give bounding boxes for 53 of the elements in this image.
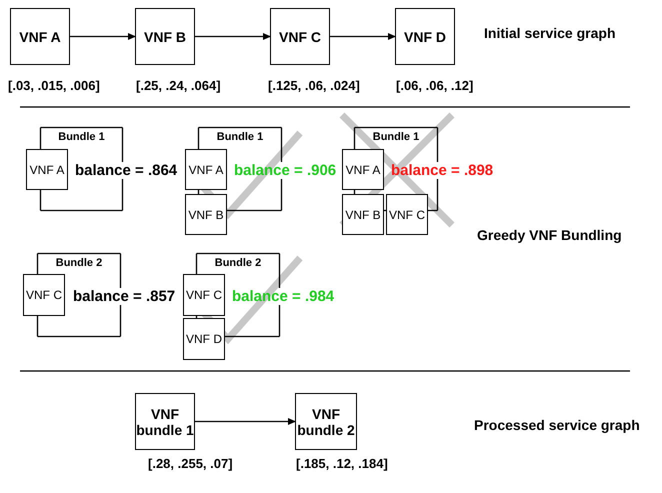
balance-label: balance = .898 bbox=[390, 162, 494, 179]
vnf-box bbox=[183, 274, 225, 316]
section-title: Initial service graph bbox=[483, 25, 616, 41]
vnf-box bbox=[23, 274, 65, 316]
arrow bbox=[70, 33, 136, 40]
bundle-title: Bundle 2 bbox=[214, 257, 262, 269]
vnf-box bbox=[342, 194, 384, 235]
vnf-box bbox=[185, 194, 227, 235]
vnf-box bbox=[185, 149, 227, 190]
vnf-box bbox=[395, 8, 455, 65]
node-label: VNF C bbox=[279, 28, 321, 44]
vnf-box bbox=[26, 149, 68, 190]
bundle-title: Bundle 1 bbox=[372, 131, 420, 143]
vnf-box bbox=[135, 8, 195, 65]
node-label: VNF C bbox=[389, 208, 425, 222]
section-title: Greedy VNF Bundling bbox=[476, 227, 623, 243]
vector-label: [.25, .24, .064] bbox=[136, 78, 221, 93]
arrow bbox=[195, 418, 296, 425]
vnf-box bbox=[386, 194, 428, 235]
vector-label: [.125, .06, .024] bbox=[268, 78, 360, 93]
vector-label: [.185, .12, .184] bbox=[296, 456, 388, 471]
node-label: VNF A bbox=[188, 162, 224, 176]
bundle-title: Bundle 1 bbox=[216, 131, 264, 143]
vnf-box bbox=[295, 393, 357, 450]
arrow bbox=[330, 33, 396, 40]
arrow bbox=[195, 33, 271, 40]
node-label: VNF A bbox=[19, 28, 61, 44]
bundle-title: Bundle 1 bbox=[58, 131, 105, 143]
vnf-box bbox=[10, 8, 70, 65]
vnf-box bbox=[135, 393, 195, 450]
vnf-box bbox=[270, 8, 330, 65]
balance-label: balance = .864 bbox=[74, 162, 178, 179]
vector-label: [.28, .255, .07] bbox=[148, 456, 233, 471]
node-label: VNF bundle 2 bbox=[296, 406, 356, 438]
balance-label: balance = .857 bbox=[72, 288, 176, 305]
vector-label: [.03, .015, .006] bbox=[8, 78, 100, 93]
node-label: VNF C bbox=[186, 288, 222, 302]
node-label: VNF B bbox=[188, 208, 224, 222]
vnf-box bbox=[183, 318, 225, 360]
node-label: VNF B bbox=[144, 28, 186, 44]
balance-label: balance = .906 bbox=[233, 162, 338, 179]
bundle-title: Bundle 2 bbox=[56, 257, 102, 269]
vnf-box bbox=[342, 149, 384, 190]
node-label: VNF A bbox=[30, 162, 64, 176]
node-label: VNF D bbox=[404, 28, 446, 44]
node-label: VNF C bbox=[26, 288, 62, 302]
balance-label: balance = .984 bbox=[231, 288, 336, 305]
section-title: Processed service graph bbox=[473, 417, 641, 433]
node-label: VNF A bbox=[346, 162, 380, 176]
node-label: VNF bundle 1 bbox=[136, 406, 194, 438]
node-label: VNF D bbox=[186, 332, 222, 346]
vector-label: [.06, .06, .12] bbox=[396, 78, 474, 93]
node-label: VNF B bbox=[345, 208, 381, 222]
